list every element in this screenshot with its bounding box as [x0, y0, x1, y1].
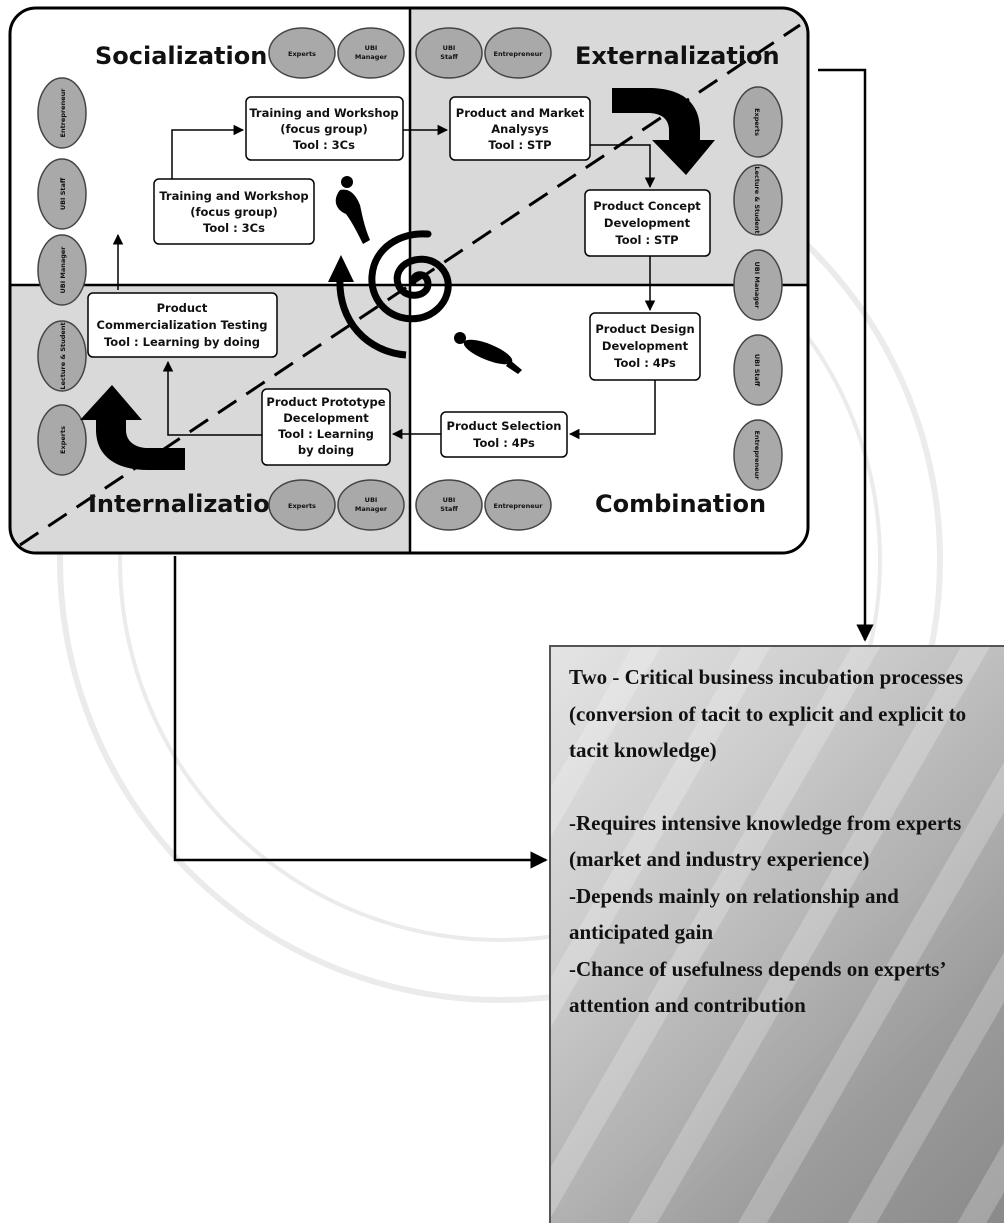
- oval-bottom-ubi-manager: UBI Manager: [337, 479, 405, 531]
- svg-text:Product Selection: Product Selection: [447, 419, 562, 433]
- svg-text:UBI Staff: UBI Staff: [59, 177, 67, 210]
- internalization-title: Internalization: [88, 490, 287, 518]
- oval-left-entrepreneur: Entrepreneur: [37, 77, 87, 149]
- svg-text:Product Prototype: Product Prototype: [266, 395, 385, 409]
- svg-text:Tool : 3Cs: Tool : 3Cs: [203, 221, 265, 235]
- oval-left-ubi-manager: UBI Manager: [37, 234, 87, 306]
- spiral-arrow-icon: [328, 255, 407, 359]
- svg-text:Training and Workshop: Training and Workshop: [249, 106, 398, 120]
- svg-text:Tool : 3Cs: Tool : 3Cs: [293, 138, 355, 152]
- bent-arrow-down-icon: [612, 88, 715, 175]
- summary-bullet-2: -Depends mainly on relationship and anti…: [569, 883, 899, 945]
- box-commercialization-testing: Product Commercialization Testing Tool :…: [87, 292, 278, 358]
- person-figure-icon: [335, 176, 370, 244]
- oval-right-entrepreneur: Entrepreneur: [733, 419, 783, 491]
- box-training-left: Training and Workshop (focus group) Tool…: [153, 178, 315, 245]
- oval-top-entrepreneur: Entrepreneur: [484, 27, 552, 79]
- svg-text:Decelopment: Decelopment: [283, 411, 369, 425]
- box-market-analysis: Product and Market Analysys Tool : STP: [449, 96, 591, 161]
- svg-text:Tool : Learning: Tool : Learning: [278, 427, 374, 441]
- spiral-icon: [368, 230, 452, 323]
- oval-right-lecture-student: Lecture & Student: [733, 164, 783, 236]
- svg-text:Entrepreneur: Entrepreneur: [753, 431, 761, 481]
- svg-text:UBI: UBI: [443, 496, 456, 504]
- svg-text:Entrepreneur: Entrepreneur: [59, 88, 67, 138]
- svg-text:Commercialization Testing: Commercialization Testing: [97, 318, 268, 332]
- svg-text:Tool : 4Ps: Tool : 4Ps: [614, 356, 676, 370]
- svg-text:UBI Manager: UBI Manager: [59, 246, 67, 294]
- oval-left-lecture-student: Lecture & Student: [37, 320, 87, 392]
- svg-text:Tool : 4Ps: Tool : 4Ps: [473, 436, 535, 450]
- svg-text:Product and Market: Product and Market: [456, 106, 585, 120]
- socialization-title: Socialization: [95, 42, 267, 70]
- box-product-selection: Product Selection Tool : 4Ps: [440, 411, 568, 458]
- svg-text:Product Design: Product Design: [595, 322, 694, 336]
- oval-top-ubi-manager: UBI Manager: [337, 27, 405, 79]
- svg-text:(focus group): (focus group): [280, 122, 368, 136]
- svg-text:Lecture & Student: Lecture & Student: [59, 322, 67, 389]
- svg-text:Manager: Manager: [355, 53, 388, 61]
- svg-text:Manager: Manager: [355, 505, 388, 513]
- svg-text:(focus group): (focus group): [190, 205, 278, 219]
- externalization-title: Externalization: [575, 42, 780, 70]
- svg-text:Product: Product: [157, 301, 208, 315]
- svg-text:Product Concept: Product Concept: [593, 199, 701, 213]
- svg-text:Tool : STP: Tool : STP: [615, 233, 678, 247]
- svg-text:UBI: UBI: [365, 496, 378, 504]
- box-training-top: Training and Workshop (focus group) Tool…: [245, 96, 404, 161]
- svg-text:Entrepreneur: Entrepreneur: [494, 502, 544, 510]
- knowledge-matrix: [8, 6, 810, 555]
- svg-text:Tool : STP: Tool : STP: [488, 138, 551, 152]
- flow-arrows: [112, 124, 656, 440]
- svg-text:UBI: UBI: [443, 44, 456, 52]
- combination-title: Combination: [595, 490, 766, 518]
- oval-bottom-ubi-staff: UBI Staff: [415, 479, 483, 531]
- summary-bullet-3: -Chance of usefulness depends on experts…: [569, 956, 945, 1018]
- svg-text:Tool : Learning by doing: Tool : Learning by doing: [104, 335, 260, 349]
- oval-top-experts: Experts: [268, 27, 336, 79]
- summary-bullet-1: -Requires intensive knowledge from exper…: [569, 810, 962, 872]
- svg-text:Development: Development: [604, 216, 691, 230]
- oval-top-ubi-staff: UBI Staff: [415, 27, 483, 79]
- svg-text:Experts: Experts: [59, 426, 67, 454]
- svg-text:Entrepreneur: Entrepreneur: [494, 50, 544, 58]
- box-prototype-development: Product Prototype Decelopment Tool : Lea…: [261, 388, 391, 466]
- svg-text:UBI Manager: UBI Manager: [753, 261, 761, 309]
- external-connectors: [173, 68, 874, 869]
- oval-bottom-experts: Experts: [268, 479, 336, 531]
- svg-text:Experts: Experts: [288, 502, 316, 510]
- svg-text:by doing: by doing: [298, 443, 354, 457]
- oval-right-experts: Experts: [733, 86, 783, 158]
- svg-text:UBI: UBI: [365, 44, 378, 52]
- oval-left-ubi-staff: UBI Staff: [37, 158, 87, 230]
- svg-text:Staff: Staff: [440, 505, 458, 513]
- bent-arrow-up-icon: [80, 385, 185, 470]
- lying-figure-icon: [454, 332, 522, 374]
- box-design-development: Product Design Development Tool : 4Ps: [589, 312, 701, 381]
- oval-right-ubi-staff: UBI Staff: [733, 334, 783, 406]
- svg-text:Experts: Experts: [288, 50, 316, 58]
- summary-panel: Two - Critical business incubation proce…: [549, 645, 1004, 1223]
- svg-text:UBI Staff: UBI Staff: [753, 354, 761, 387]
- svg-text:Analysys: Analysys: [491, 122, 549, 136]
- svg-text:Training and Workshop: Training and Workshop: [159, 189, 308, 203]
- svg-text:Staff: Staff: [440, 53, 458, 61]
- oval-bottom-entrepreneur: Entrepreneur: [484, 479, 552, 531]
- summary-paragraph: Two - Critical business incubation proce…: [569, 665, 967, 762]
- svg-text:Lecture & Student: Lecture & Student: [753, 166, 761, 233]
- svg-text:Development: Development: [602, 339, 689, 353]
- svg-text:Experts: Experts: [753, 108, 761, 136]
- box-concept-development: Product Concept Development Tool : STP: [584, 189, 711, 257]
- oval-right-ubi-manager: UBI Manager: [733, 249, 783, 321]
- oval-left-experts: Experts: [37, 404, 87, 476]
